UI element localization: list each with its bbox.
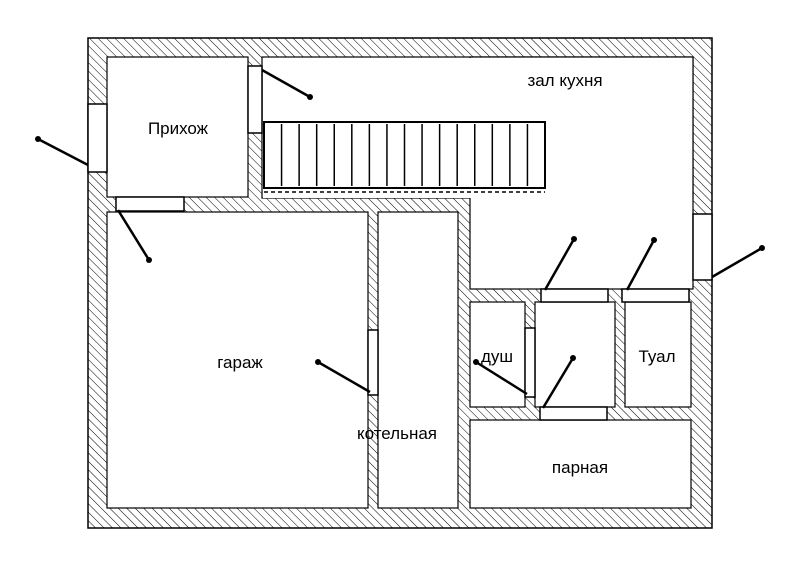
room-boiler [377,211,459,509]
label-garage: гараж [217,353,263,372]
label-hall-kitchen: зал кухня [527,71,602,90]
room-toilet [624,301,692,408]
window-right [692,213,713,281]
door-hall-toilet [621,288,690,303]
door-hallway-garage [115,196,185,212]
window-left [87,103,108,173]
door-garage-boiler [367,329,379,396]
door-swings [35,68,765,409]
room-hallway [106,56,249,198]
door-hallway-hall [247,65,263,134]
label-boiler-room: котельная [357,424,437,443]
staircase [263,121,546,193]
door-hall-corridor [540,288,609,303]
label-hallway: Прихож [148,119,209,138]
room-shower [469,301,526,408]
room-steam [469,419,692,509]
label-shower: душ [481,347,513,366]
room-corridor [534,301,616,408]
door-corridor-steam [539,406,608,421]
label-toilet: Туал [638,347,675,366]
label-steam-room: парная [552,458,608,477]
door-shower [524,327,536,398]
